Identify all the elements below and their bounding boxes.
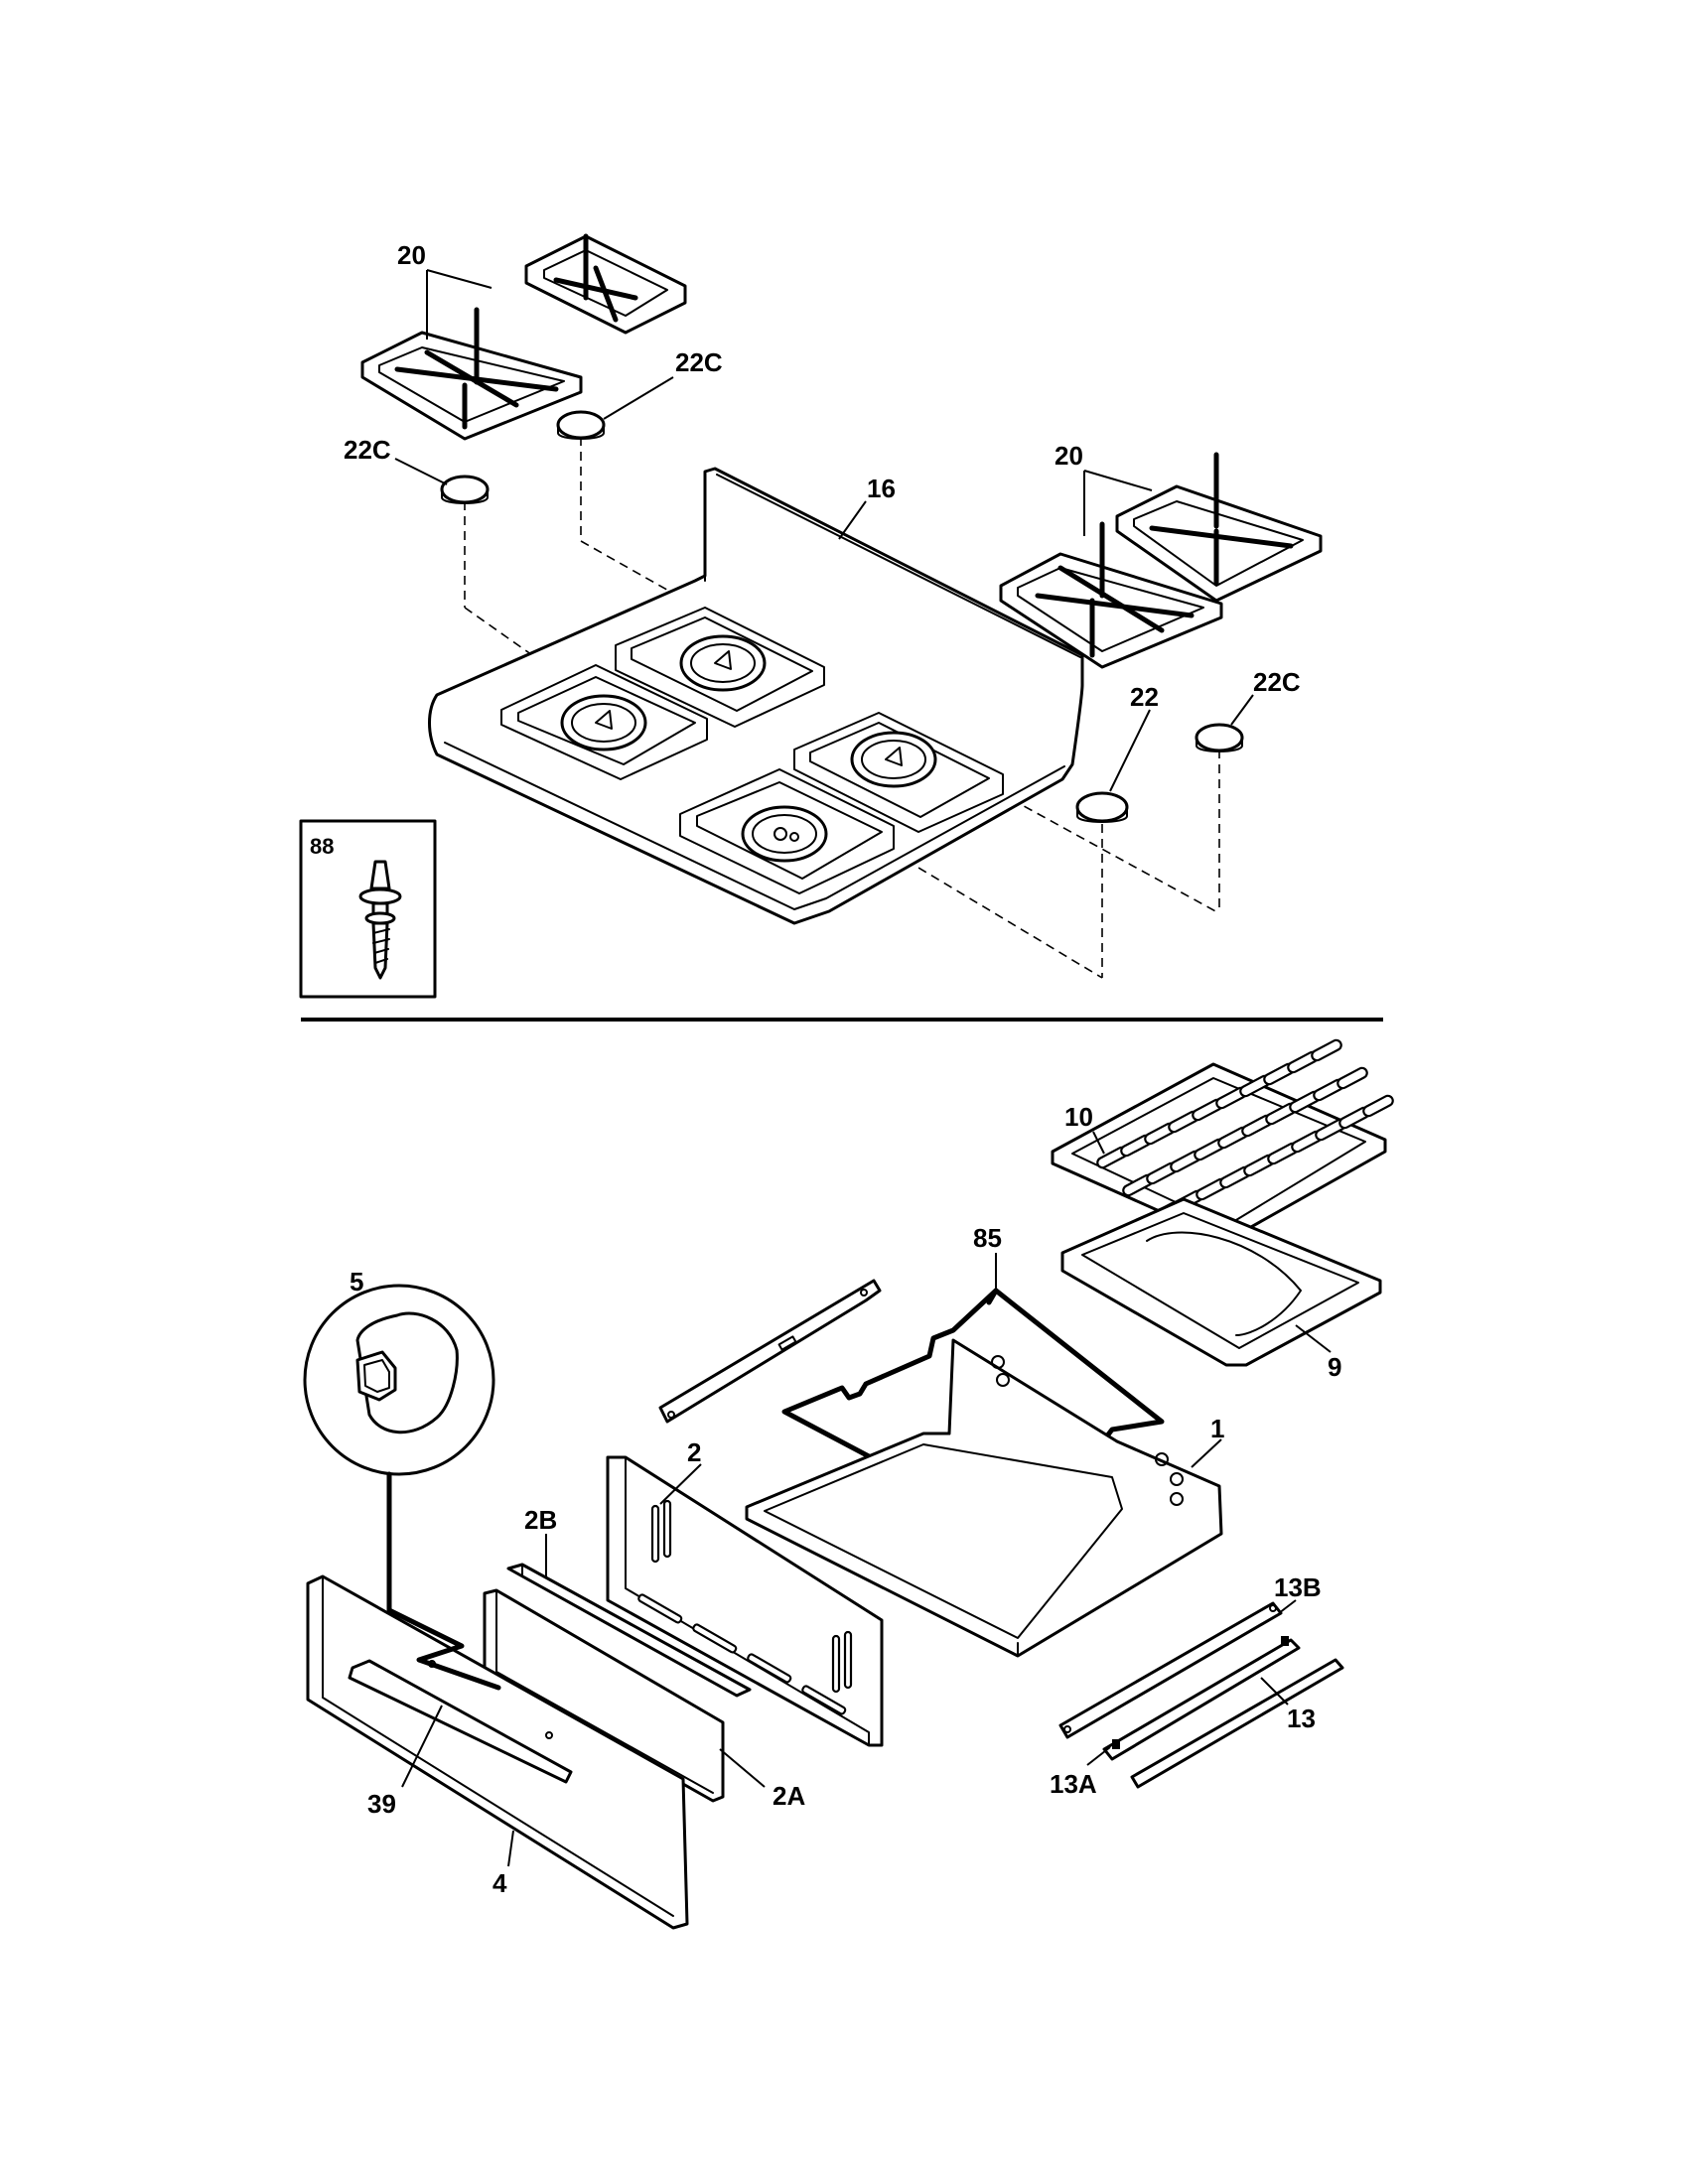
callout-labels: 20 22C 22C 16 20 22 22C 88 10 85 5 9 1 2… <box>310 240 1341 1898</box>
back-slot <box>801 1685 847 1715</box>
callout-burner-cap: 22 <box>1130 682 1159 712</box>
cooktop-16 <box>428 467 1084 925</box>
callout-handle: 39 <box>367 1789 396 1819</box>
grid-slot <box>1362 1094 1394 1118</box>
callout-drawer-frame: 1 <box>1210 1414 1224 1443</box>
callout-knob: 5 <box>350 1267 363 1297</box>
callout-drawer-back: 2 <box>687 1437 701 1467</box>
callout-broiler-grid: 10 <box>1064 1102 1093 1132</box>
callout-slide-b: 13B <box>1274 1572 1322 1602</box>
callout-broiler-pan: 9 <box>1328 1352 1341 1382</box>
back-slot <box>650 1504 660 1564</box>
callout-grate-right: 20 <box>1055 441 1083 471</box>
back-slot <box>692 1623 738 1654</box>
burner-caps <box>440 410 1244 823</box>
back-slot <box>747 1653 792 1684</box>
callout-drawer-front: 4 <box>492 1868 507 1898</box>
callout-cap-left-bottom: 22C <box>344 435 391 465</box>
callout-drawer-liner: 2A <box>773 1781 805 1811</box>
callout-slide-a: 13A <box>1050 1769 1097 1799</box>
grid-slot <box>1336 1066 1368 1090</box>
back-slot <box>843 1630 853 1690</box>
screw-detail-box <box>299 819 437 999</box>
callout-slide: 13 <box>1287 1704 1316 1733</box>
callout-cap-right: 22C <box>1253 667 1301 697</box>
grate-left-20 <box>360 233 687 441</box>
callout-rack-wire: 85 <box>973 1223 1002 1253</box>
callout-cooktop: 16 <box>867 474 896 503</box>
back-slot <box>831 1634 841 1694</box>
drawer-front-4 <box>306 1574 689 1930</box>
grate-right-20 <box>999 452 1323 669</box>
drawer-back-2 <box>606 1455 884 1747</box>
slides-13 <box>1058 1601 1344 1789</box>
broiler-grid-10 <box>1051 1038 1394 1243</box>
side-rail-left <box>658 1279 882 1424</box>
leaders-top <box>394 269 1254 792</box>
callout-screw: 88 <box>310 834 334 859</box>
callout-cap-left-top: 22C <box>675 347 723 377</box>
broiler-pan-9 <box>1060 1197 1382 1367</box>
drawer-frame-1 <box>745 1338 1223 1658</box>
knob-detail <box>303 1284 501 1691</box>
leaders-bottom <box>401 1131 1332 1867</box>
back-slot <box>637 1593 683 1624</box>
grid-slot <box>1311 1038 1342 1062</box>
strip-2B <box>506 1563 752 1698</box>
callout-strip: 2B <box>524 1505 557 1535</box>
callout-grate-left: 20 <box>397 240 426 270</box>
back-slot <box>662 1499 672 1559</box>
